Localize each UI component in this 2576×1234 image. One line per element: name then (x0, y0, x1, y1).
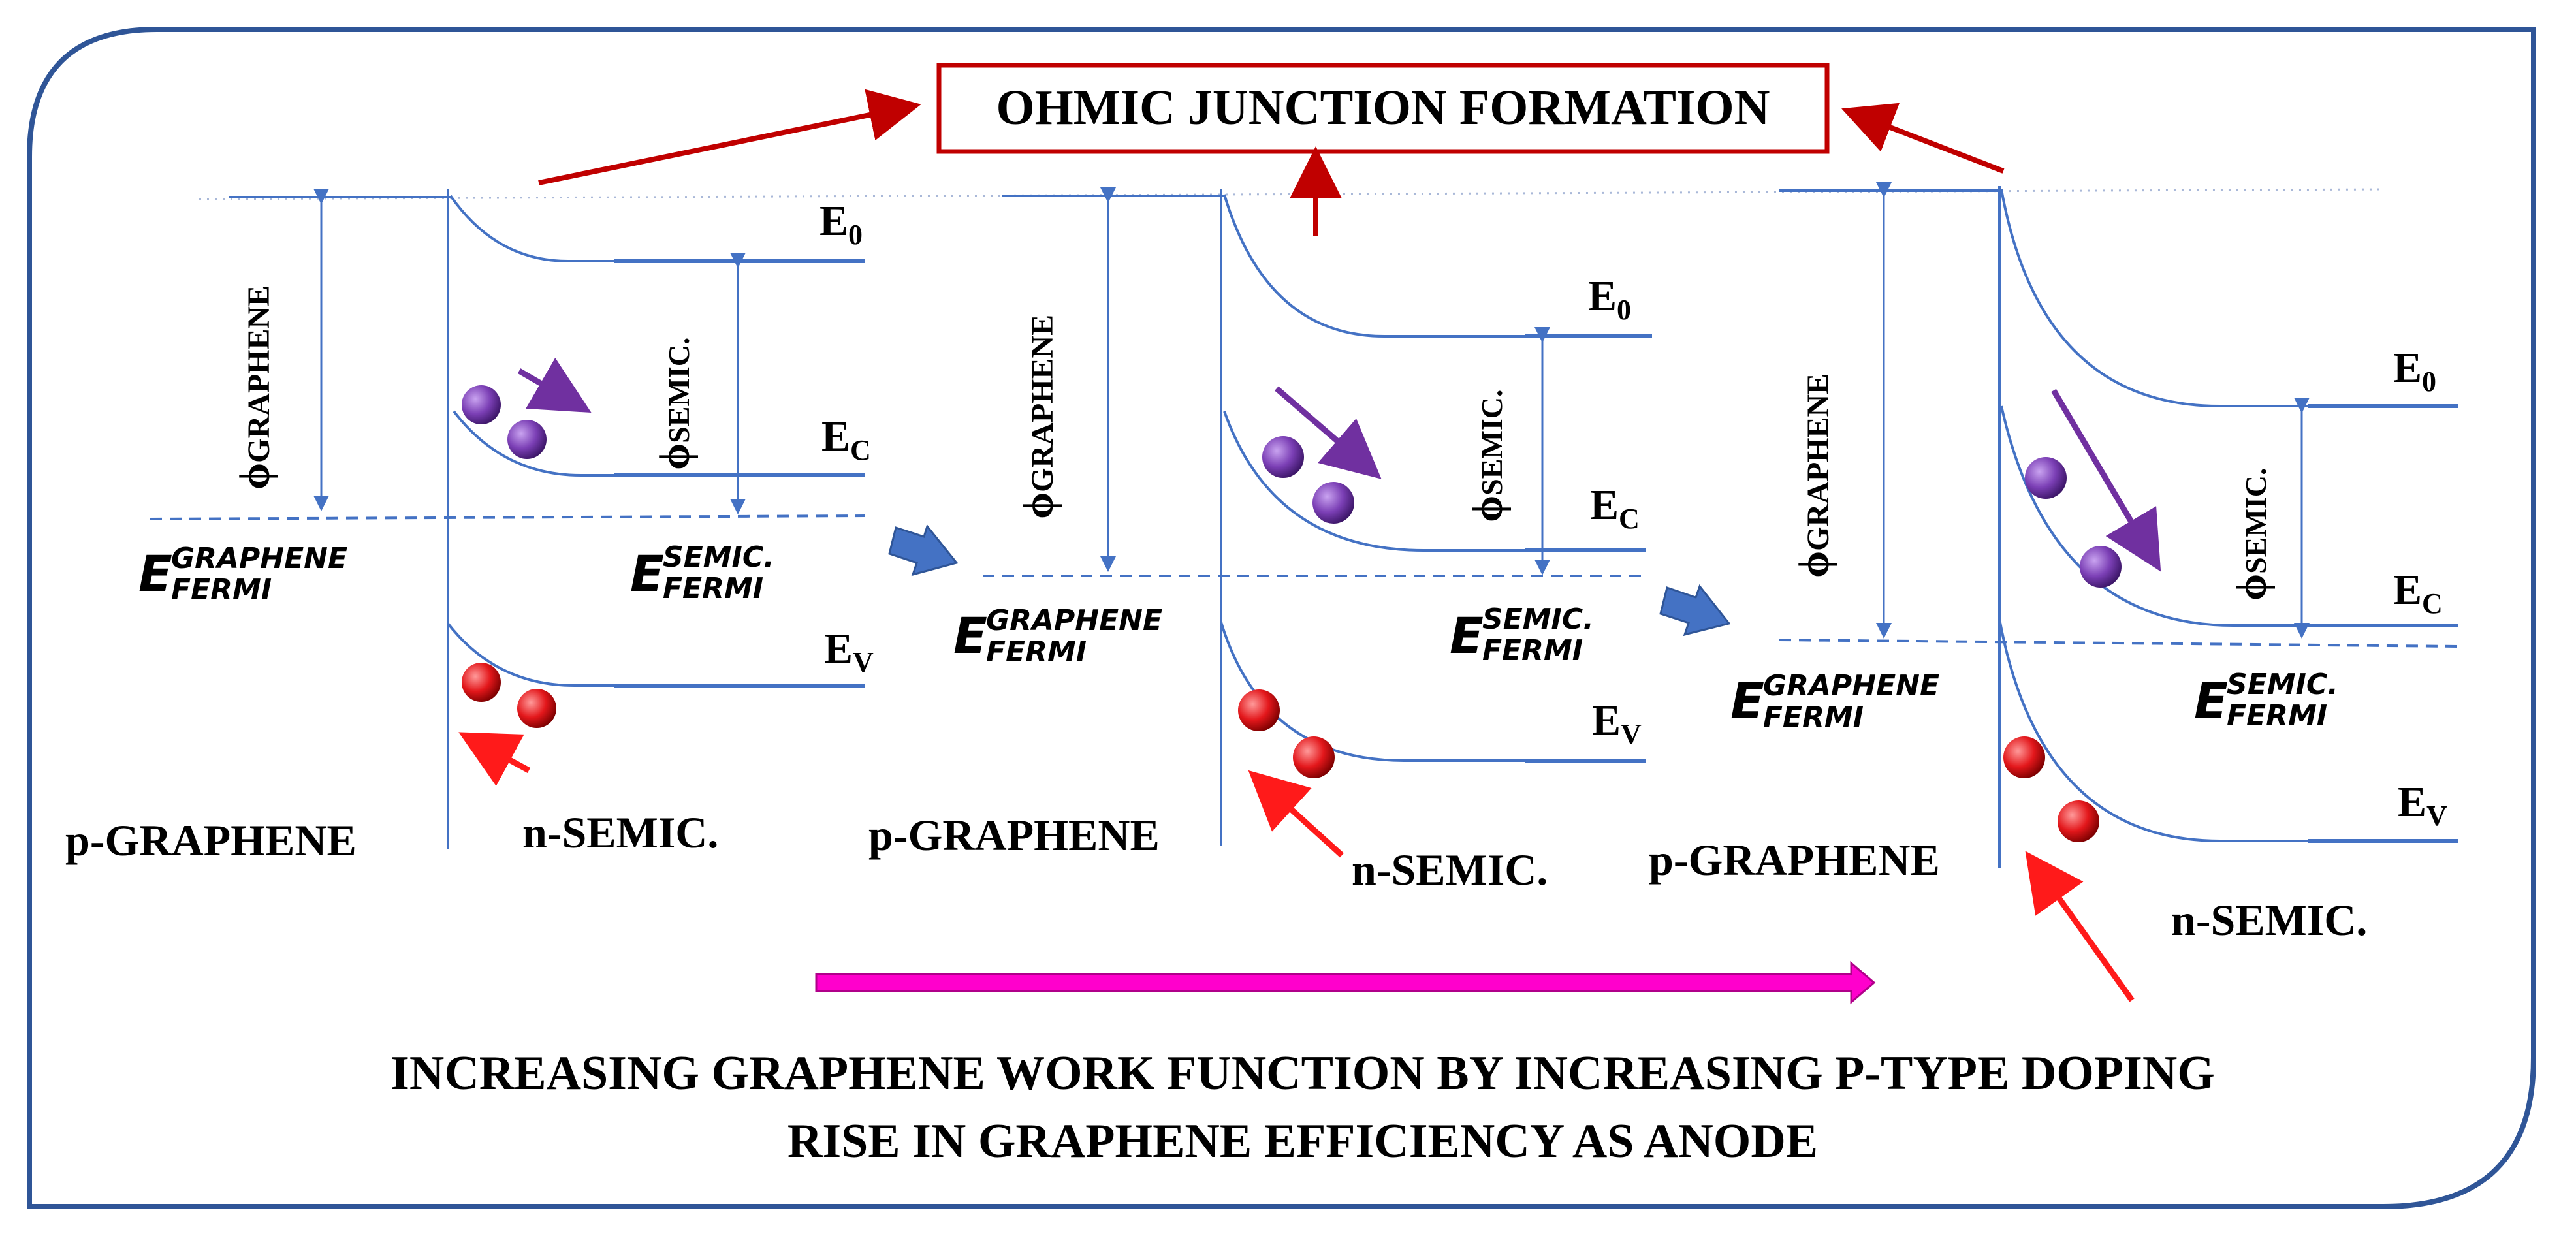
panel-1-conduction-band (453, 410, 865, 477)
panel-1-left-label: p-GRAPHENE (65, 815, 357, 865)
panel-2-hole-2 (1293, 736, 1335, 778)
block-arrow-2 (1659, 584, 1731, 637)
panel-1-phi-semic-label: ϕSEMIC. (651, 338, 699, 471)
panel-1-e0-label: E0 (819, 197, 863, 251)
panel-3-hole-1 (2003, 736, 2045, 778)
svg-text:FERMI: FERMI (663, 572, 763, 605)
panel-2-phi-graphene-label: ϕGRAPHENE (1015, 315, 1062, 519)
title-arrow-left (538, 89, 921, 185)
panel-1-electron-2 (507, 420, 547, 459)
panel-1-electron-1 (462, 385, 501, 424)
svg-text:GRAPHENE: GRAPHENE (171, 542, 347, 575)
panel-1: ϕGRAPHENE ϕSEMIC. E0 EC EV E GRAPHENE FE… (65, 189, 874, 865)
panel-3-hole-arrow (2025, 851, 2135, 1002)
panel-2-ec-label: EC (1590, 481, 1640, 535)
panel-2-electron-2 (1312, 482, 1354, 524)
title-text: OHMIC JUNCTION FORMATION (996, 80, 1770, 135)
panel-3-fermi-graphene-label: E GRAPHENE FERMI (1730, 669, 1939, 734)
panel-2-electron-1 (1262, 436, 1304, 478)
panel-1-fermi-graphene-label: E GRAPHENE FERMI (138, 542, 347, 607)
panel-1-right-label: n-SEMIC. (522, 808, 718, 857)
svg-text:E: E (1730, 672, 1764, 730)
panel-3-phi-semic-label: ϕSEMIC. (2228, 468, 2276, 601)
svg-text:FERMI: FERMI (1763, 701, 1864, 734)
panel-2: ϕGRAPHENE ϕSEMIC. E0 EC EV E GRAPHENE FE… (868, 187, 1652, 894)
panel-3-fermi-semic-label: E SEMIC. FERMI (2194, 668, 2338, 733)
panel-2-phi-semic-label: ϕSEMIC. (1464, 390, 1512, 523)
panel-2-hole-arrow (1248, 770, 1344, 858)
title-arrow-right (1841, 103, 2005, 174)
svg-text:SEMIC.: SEMIC. (663, 541, 774, 574)
panel-3-phi-graphene-label: ϕGRAPHENE (1790, 373, 1838, 578)
panel-3-hole-2 (2058, 800, 2099, 842)
svg-text:FERMI: FERMI (171, 573, 272, 607)
svg-text:E: E (138, 545, 172, 603)
ohmic-junction-title-box: OHMIC JUNCTION FORMATION (936, 63, 1830, 154)
panel-3-valence-band (1998, 618, 2458, 842)
svg-text:E: E (1450, 607, 1484, 665)
panel-1-ev-label: EV (824, 625, 874, 678)
panel-2-electron-arrow (1275, 386, 1382, 479)
panel-1-phi-graphene-label: ϕGRAPHENE (231, 285, 279, 490)
svg-text:SEMIC.: SEMIC. (2227, 668, 2338, 701)
panel-1-fermi-level (150, 514, 866, 520)
panel-1-ec-label: EC (821, 413, 871, 466)
panel-2-fermi-semic-label: E SEMIC. FERMI (1450, 603, 1594, 667)
panel-1-fermi-semic-label: E SEMIC. FERMI (630, 541, 774, 605)
panel-2-left-label: p-GRAPHENE (868, 810, 1160, 860)
svg-text:GRAPHENE: GRAPHENE (986, 604, 1162, 637)
svg-text:SEMIC.: SEMIC. (1482, 603, 1594, 636)
panel-2-fermi-graphene-label: E GRAPHENE FERMI (953, 604, 1162, 669)
svg-text:FERMI: FERMI (2227, 699, 2327, 733)
panel-2-right-label: n-SEMIC. (1352, 845, 1548, 894)
svg-text:E: E (953, 607, 987, 665)
panel-3-electron-1 (2025, 457, 2067, 499)
block-arrow-1 (888, 524, 959, 577)
outer-frame (27, 27, 2536, 1209)
panel-2-valence-band (1220, 622, 1646, 762)
panel-2-vacuum-band (1223, 194, 1652, 338)
panel-2-e0-label: E0 (1588, 272, 1631, 326)
panel-1-hole-1 (462, 663, 501, 702)
svg-text:E: E (630, 545, 664, 603)
svg-text:E: E (2194, 672, 2228, 730)
svg-text:FERMI: FERMI (986, 635, 1087, 669)
panel-3-ec-label: EC (2393, 566, 2443, 620)
progress-arrow (815, 960, 1876, 1005)
panel-2-conduction-band (1223, 411, 1646, 552)
panel-1-hole-arrow (458, 732, 531, 786)
panel-2-ev-label: EV (1592, 697, 1642, 750)
vacuum-level-line (199, 188, 2384, 200)
panel-3: ϕGRAPHENE ϕSEMIC. E0 EC EV E GRAPHENE FE… (1649, 182, 2459, 1002)
panel-3-electron-2 (2080, 546, 2122, 588)
panel-3-electron-arrow (2051, 388, 2161, 572)
panel-1-hole-2 (517, 689, 556, 728)
panel-3-e0-label: E0 (2393, 344, 2436, 398)
caption-line-2: RISE IN GRAPHENE EFFICIENCY AS ANODE (787, 1115, 1818, 1168)
svg-text:GRAPHENE: GRAPHENE (1763, 669, 1939, 703)
panel-1-electron-arrow (517, 357, 592, 413)
panel-3-fermi-level (1779, 639, 2459, 648)
caption-line-1: INCREASING GRAPHENE WORK FUNCTION BY INC… (390, 1047, 2215, 1100)
panel-2-hole-1 (1238, 689, 1280, 731)
panel-3-ev-label: EV (2398, 778, 2447, 832)
panel-3-vacuum-band (2000, 189, 2458, 407)
panel-3-right-label: n-SEMIC. (2171, 895, 2367, 945)
panel-1-vacuum-band (449, 195, 865, 262)
panel-3-left-label: p-GRAPHENE (1649, 835, 1940, 885)
panel-1-valence-band (447, 622, 865, 687)
svg-text:FERMI: FERMI (1482, 634, 1583, 667)
